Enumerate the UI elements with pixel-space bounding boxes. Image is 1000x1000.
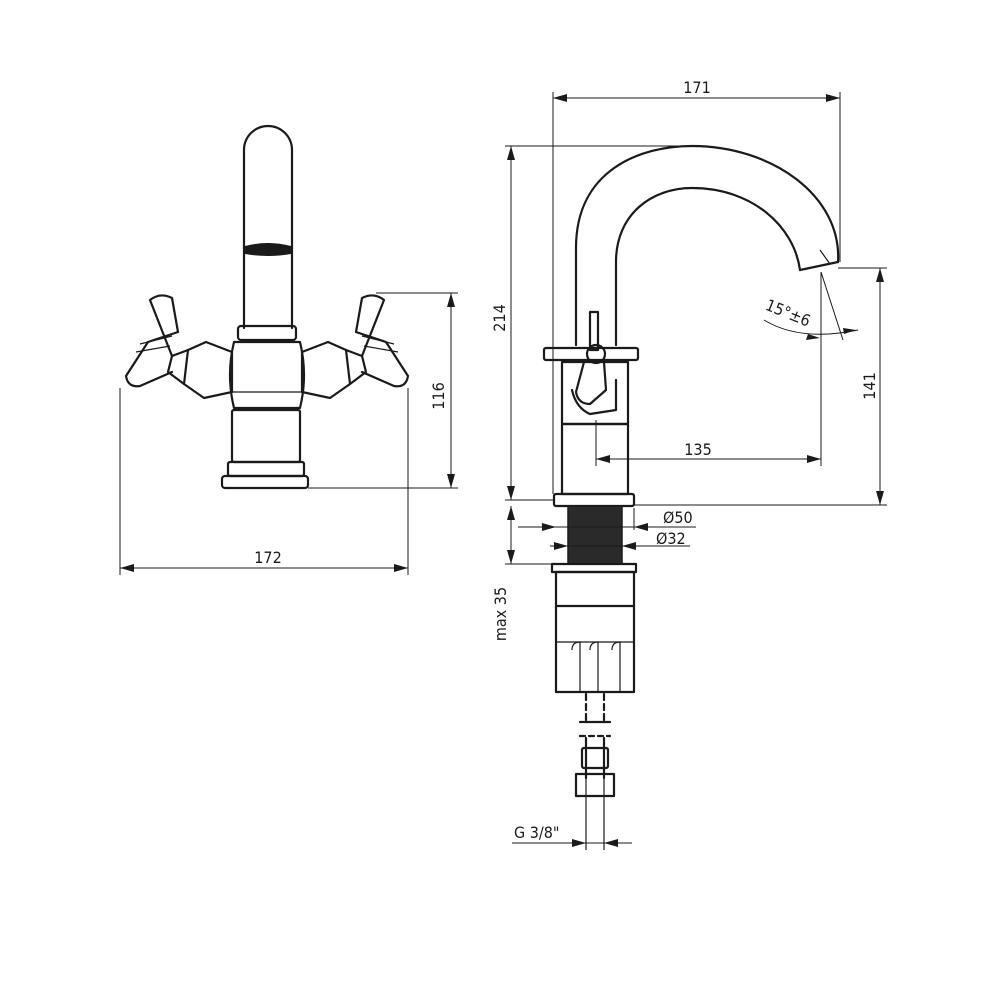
angle-label: 15°±6: [763, 295, 813, 330]
dim-d50-label: Ø50: [663, 508, 693, 527]
dim-171-label: 171: [683, 78, 710, 97]
side-mount-nut-segments: [555, 641, 621, 692]
dim-214-arrow-bottom: [507, 486, 515, 500]
front-right-valve: [300, 340, 352, 400]
dim-max35-arrow-top: [507, 506, 515, 520]
dim-g38-arrow-left: [572, 839, 586, 847]
dim-214-arrow-top: [507, 146, 515, 160]
side-connector-nut: [574, 772, 616, 798]
side-view: 171 214 141 135 15°±6 Ø50: [490, 78, 887, 850]
dim-135-arrow-right: [807, 455, 821, 463]
dim-172-label: 172: [254, 548, 281, 567]
front-spout-aerator: [245, 243, 291, 256]
angle-arrow-left: [806, 334, 820, 340]
front-left-handle: [124, 294, 180, 388]
front-right-handle-detail: [361, 335, 399, 353]
side-hose-lower: [584, 736, 606, 780]
front-base-plate: [220, 474, 310, 490]
side-spout-tip: [798, 260, 840, 272]
side-mount-body: [554, 570, 636, 608]
side-threaded-shank: [567, 505, 623, 565]
side-handle-stem: [588, 310, 600, 352]
side-handle-bar: [542, 346, 640, 362]
angle-arrow-right: [843, 328, 856, 334]
side-hose-ferrule: [580, 746, 610, 770]
front-spout-collar: [236, 324, 298, 342]
side-mount-washer: [550, 562, 638, 574]
front-left-valve-nut: [166, 348, 190, 386]
dim-d32-label: Ø32: [656, 529, 686, 548]
dim-116-label: 116: [429, 382, 448, 409]
side-mount-nut: [554, 604, 636, 694]
dim-135-arrow-left: [596, 455, 610, 463]
dim-d32-arrow-right: [622, 542, 636, 550]
angle-line-ray: [820, 271, 844, 341]
side-valve-round: [570, 378, 618, 416]
front-right-valve-nut: [344, 348, 368, 386]
front-left-handle-detail: [135, 335, 173, 353]
dim-141-arrow-top: [876, 268, 884, 282]
side-hose-upper: [584, 692, 606, 724]
dim-214-label: 214: [490, 304, 509, 331]
dim-171-arrow-left: [553, 94, 567, 102]
front-left-valve: [182, 340, 234, 400]
side-handle-lower-wing: [574, 360, 608, 406]
dim-172-arrow-right: [394, 564, 408, 572]
side-base-plate: [552, 492, 636, 508]
dim-d50-arrow-left: [542, 523, 556, 531]
dim-d50-arrow-right: [634, 523, 648, 531]
dim-116-arrow-bottom: [447, 474, 455, 488]
dim-141-label: 141: [860, 372, 879, 399]
dim-172-arrow-left: [120, 564, 134, 572]
dim-d32-arrow-left: [554, 542, 568, 550]
side-spout-tip-shade: [819, 249, 831, 265]
dim-g38-arrow-right: [604, 839, 618, 847]
side-spout-inner: [614, 186, 802, 347]
front-right-handle: [354, 294, 410, 388]
dim-max35-label: max 35: [491, 587, 510, 641]
dim-g38-label: G 3/8": [514, 823, 560, 842]
dim-135-label: 135: [684, 440, 711, 459]
front-view: 172 116: [119, 124, 458, 575]
front-main-body: [228, 340, 306, 410]
front-lower-column: [230, 408, 302, 464]
dim-max35-arrow-bottom: [507, 550, 515, 564]
dim-116-arrow-top: [447, 293, 455, 307]
front-base-ring: [226, 460, 306, 478]
front-spout-tube: [242, 124, 294, 330]
dim-171-arrow-right: [826, 94, 840, 102]
dim-141-arrow-bottom: [876, 491, 884, 505]
